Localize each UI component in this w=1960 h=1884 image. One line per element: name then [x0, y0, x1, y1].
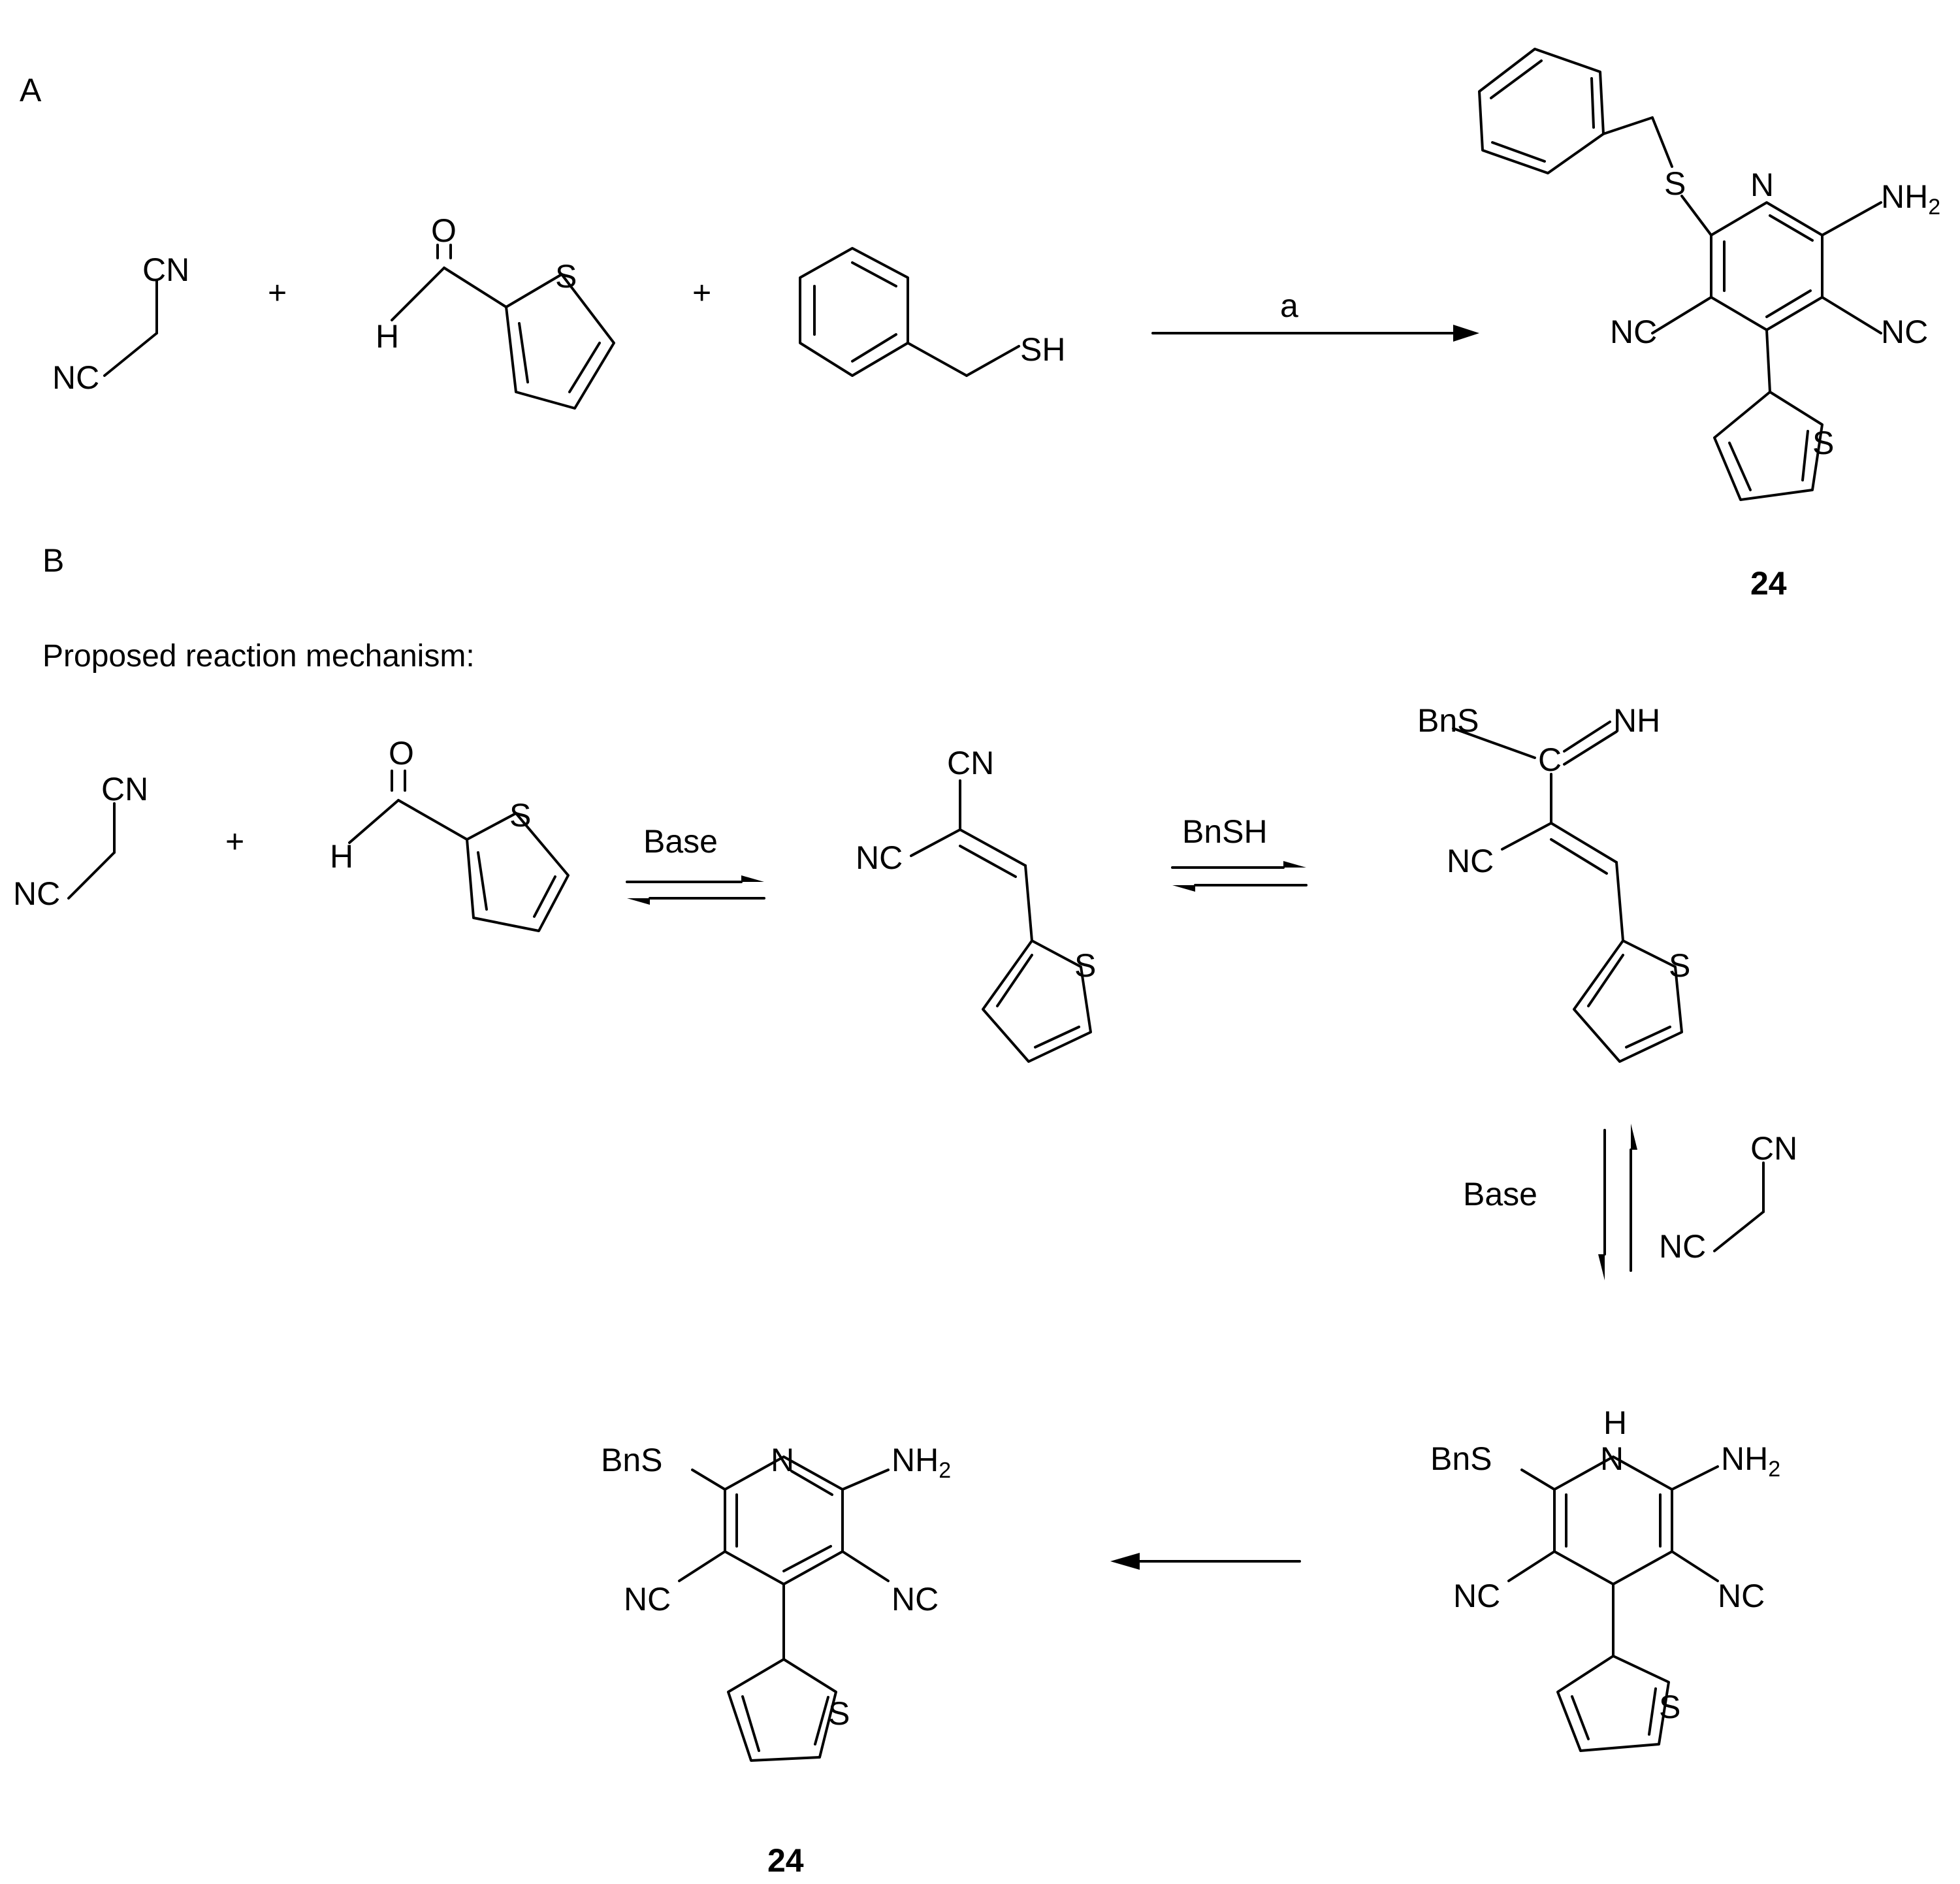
mechanism-title: Proposed reaction mechanism: [42, 639, 475, 674]
svg-text:NH2: NH2 [1721, 1440, 1780, 1482]
svg-text:NC: NC [52, 359, 99, 396]
svg-text:CN: CN [947, 745, 994, 781]
svg-text:O: O [431, 212, 457, 249]
svg-text:NC: NC [1881, 314, 1928, 350]
svg-text:CN: CN [101, 771, 148, 807]
svg-text:S: S [1664, 165, 1686, 202]
oxidation-arrow [1110, 1553, 1301, 1570]
svg-text:BnS: BnS [1430, 1440, 1492, 1477]
svg-text:NC: NC [1453, 1578, 1500, 1614]
svg-text:S: S [509, 797, 531, 834]
svg-text:SH: SH [1020, 331, 1065, 368]
equilibrium-arrows-base [626, 875, 765, 905]
svg-text:C: C [1538, 741, 1562, 778]
plus-sign: + [268, 274, 287, 311]
svg-text:N: N [1600, 1440, 1624, 1477]
svg-text:S: S [1074, 947, 1096, 984]
condition-base-vertical: Base [1463, 1176, 1537, 1212]
product-24-b: N BnS NH2 NC NC S [601, 1442, 951, 1762]
thiophene-carbaldehyde-b: O H S [330, 735, 570, 932]
svg-text:NC: NC [624, 1581, 671, 1617]
svg-text:NH2: NH2 [1881, 178, 1940, 219]
svg-text:NC: NC [1610, 314, 1657, 350]
thienylidene-malononitrile: CN NC S [856, 745, 1096, 1063]
svg-text:BnS: BnS [601, 1442, 663, 1478]
equilibrium-arrows-bnsh [1171, 861, 1308, 892]
svg-text:CN: CN [1750, 1130, 1797, 1167]
svg-text:S: S [1669, 947, 1690, 984]
condition-a: a [1280, 287, 1298, 324]
svg-text:NC: NC [1447, 843, 1494, 879]
dihydropyridine-intermediate: H N BnS NH2 NC NC S [1430, 1405, 1780, 1752]
product-24-a: S N NH2 NC NC S [1478, 48, 1940, 501]
svg-text:NC: NC [1718, 1578, 1765, 1614]
svg-text:NC: NC [1659, 1228, 1706, 1265]
svg-text:NH2: NH2 [892, 1442, 951, 1483]
compound-number-24: 24 [1750, 565, 1787, 602]
compound-number-24: 24 [767, 1842, 804, 1879]
svg-text:NC: NC [892, 1581, 939, 1617]
svg-text:H: H [330, 838, 353, 875]
svg-text:N: N [771, 1442, 794, 1478]
svg-text:CN: CN [142, 252, 189, 288]
svg-text:S: S [1659, 1689, 1680, 1725]
condition-base: Base [643, 823, 718, 860]
condition-bnsh: BnSH [1182, 813, 1268, 850]
malononitrile-c: CN NC [1659, 1130, 1797, 1265]
svg-text:H: H [1603, 1405, 1627, 1441]
thioimidate-adduct: BnS C NH NC S [1417, 702, 1690, 1063]
svg-text:BnS: BnS [1417, 702, 1479, 739]
svg-text:NC: NC [856, 839, 903, 876]
thiophene-carbaldehyde-a: O H S [376, 212, 615, 410]
svg-text:NC: NC [13, 875, 60, 912]
svg-text:O: O [389, 735, 414, 771]
malononitrile-b: CN NC [13, 771, 148, 912]
reaction-arrow-a [1151, 325, 1479, 342]
plus-sign: + [225, 823, 244, 860]
svg-text:NH: NH [1613, 702, 1660, 739]
panel-b-label: B [42, 542, 64, 579]
plus-sign: + [692, 274, 711, 311]
panel-a-label: A [20, 72, 42, 108]
benzyl-mercaptan-a: SH [799, 247, 1065, 377]
svg-text:H: H [376, 318, 399, 355]
malononitrile-a: CN NC [52, 252, 189, 396]
svg-text:N: N [1750, 167, 1774, 203]
equilibrium-arrows-vertical [1598, 1124, 1637, 1280]
svg-text:S: S [828, 1695, 850, 1732]
svg-text:S: S [555, 258, 577, 295]
svg-text:S: S [1812, 425, 1834, 461]
